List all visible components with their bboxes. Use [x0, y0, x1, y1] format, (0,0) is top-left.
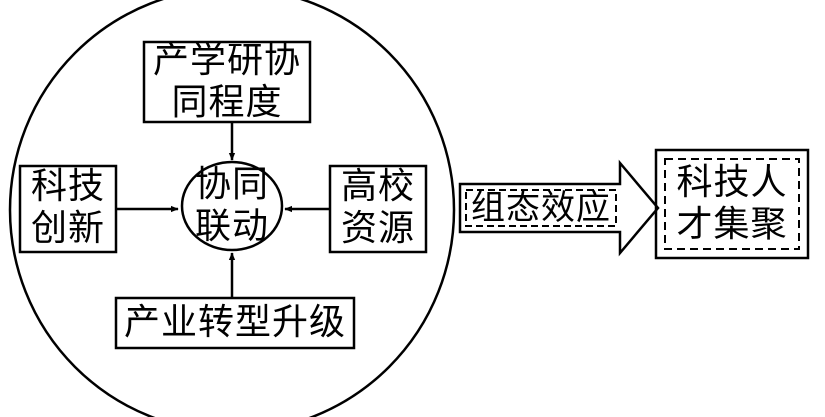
- center-node-line-1: 协同: [194, 164, 269, 205]
- top-node-line-2: 同程度: [171, 82, 283, 123]
- left-node-line-1: 科技: [30, 166, 105, 207]
- center-node-label: 协同 联动: [182, 164, 282, 248]
- top-node-line-1: 产学研协: [152, 40, 301, 81]
- effect-arrow-label: 组态效应: [466, 187, 616, 229]
- right-node-line-1: 高校: [340, 166, 415, 207]
- enclosing-circle: [8, 0, 456, 417]
- right-node-label: 高校 资源: [330, 166, 426, 250]
- outcome-line-1: 科技人: [676, 162, 788, 203]
- outcome-line-2: 才集聚: [676, 204, 788, 245]
- center-node-line-2: 联动: [194, 206, 269, 247]
- bottom-node-text: 产业转型升级: [123, 302, 346, 343]
- left-node-label: 科技 创新: [20, 166, 116, 250]
- bottom-node-label: 产业转型升级: [116, 302, 354, 344]
- left-node-line-2: 创新: [30, 208, 105, 249]
- bottom-node-box: [114, 296, 356, 350]
- outcome-dashed-box: [664, 158, 800, 250]
- outcome-label: 科技人 才集聚: [665, 162, 799, 246]
- right-node-line-2: 资源: [340, 208, 415, 249]
- effect-block-arrow: [458, 159, 660, 257]
- top-node-box: [142, 40, 312, 124]
- effect-arrow-text: 组态效应: [471, 188, 611, 228]
- center-node-circle: [180, 160, 284, 252]
- outcome-outer-box: [654, 148, 810, 260]
- top-node-label: 产学研协 同程度: [144, 40, 310, 124]
- effect-arrow-dashed-frame: [465, 189, 617, 227]
